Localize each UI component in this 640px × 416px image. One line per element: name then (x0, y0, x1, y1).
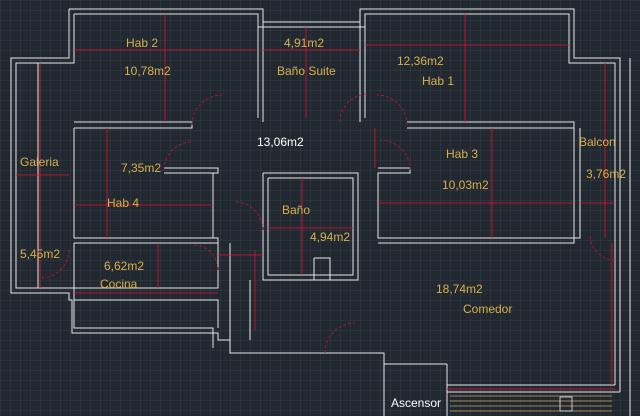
label-galeria-name: Galeria (20, 155, 59, 169)
wall-cocina-counter (74, 299, 219, 328)
label-bano-name: Baño (282, 203, 311, 217)
railing (450, 395, 612, 412)
label-hab2-area: 10,78m2 (124, 64, 171, 78)
outer-walls (10, 8, 631, 416)
label-bano-area: 4,94m2 (310, 230, 351, 244)
outer-wall-left-inner (15, 14, 214, 348)
railing-post (559, 396, 573, 412)
wall-hab1-bottom (407, 121, 575, 129)
interior-walls (73, 22, 581, 340)
label-hab1-area: 12,36m2 (397, 54, 444, 68)
label-hab4-name: Hab 4 (107, 196, 140, 210)
wall-hab2-bottom (74, 121, 193, 129)
door-bano-suite (339, 93, 369, 123)
label-balcon-name: Balcon (579, 135, 616, 149)
label-galeria-area: 5,45m2 (20, 247, 61, 261)
label-comedor-area: 18,74m2 (436, 282, 483, 296)
door-cocina (192, 244, 219, 271)
door-balcon (589, 234, 616, 261)
label-comedor-name: Comedor (463, 302, 513, 316)
door-bano (234, 201, 264, 231)
label-cocina-area: 6,62m2 (104, 259, 145, 273)
wall-hab4-right (164, 167, 219, 174)
outer-wall-top (69, 8, 621, 392)
door-entrada (324, 322, 356, 354)
label-pasillo-area: 13,06m2 (257, 135, 304, 149)
label-hab1-name: Hab 1 (422, 74, 455, 88)
label-hab3-area: 10,03m2 (442, 178, 489, 192)
wall-cocina (73, 243, 219, 289)
label-hab3-name: Hab 3 (446, 147, 479, 161)
door-hab3 (379, 139, 411, 171)
door-swings (40, 93, 616, 354)
door-galeria (40, 249, 70, 279)
label-bano-suite-name: Baño Suite (277, 64, 336, 78)
wall-bano-shaft (314, 257, 331, 280)
outer-wall-top-inner (74, 13, 616, 385)
wall-bano-inner (267, 177, 354, 276)
door-hab1 (376, 94, 408, 126)
door-hab4 (163, 141, 193, 171)
label-balcon-area: 3,76m2 (586, 167, 627, 181)
wall-hab4-top (73, 128, 219, 244)
label-bano-suite-area: 4,91m2 (284, 36, 325, 50)
wall-bano (262, 172, 359, 281)
door-hab2 (191, 94, 223, 126)
outer-wall-left (10, 9, 385, 364)
label-hab2-name: Hab 2 (126, 36, 159, 50)
wall-balcon-left (573, 122, 581, 239)
label-ascensor-name: Ascensor (391, 396, 442, 410)
label-hab4-area: 7,35m2 (121, 161, 162, 175)
label-cocina-name: Cocina (100, 277, 138, 291)
dimension-lines (16, 14, 615, 390)
